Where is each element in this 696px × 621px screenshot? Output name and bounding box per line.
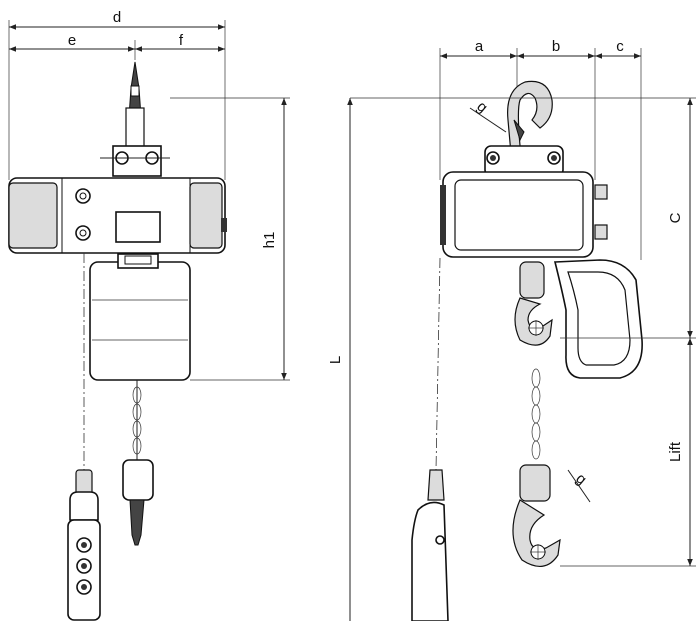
label-g-top: g: [473, 98, 490, 116]
dimension-C: C: [560, 98, 696, 339]
label-d: d: [113, 9, 121, 26]
label-lift: Lift: [667, 441, 684, 462]
lower-load-hook-side: g: [512, 464, 591, 567]
hoist-body-side: [440, 171, 608, 258]
dimension-lift: Lift: [560, 338, 696, 567]
load-chain-front: [122, 380, 154, 546]
dimension-h1: h1: [170, 97, 290, 381]
top-hook-side: g: [469, 80, 564, 177]
control-pendant-front: [67, 469, 101, 621]
dimension-e-f: e f: [9, 32, 225, 60]
dimension-a-b-c: a b c: [439, 38, 642, 260]
dimension-L: L: [327, 97, 696, 621]
label-e: e: [68, 32, 76, 49]
top-hook-front: [100, 61, 170, 177]
label-L: L: [327, 356, 344, 364]
hoist-body-front: [8, 177, 227, 254]
label-g-bottom: g: [572, 470, 589, 488]
upper-load-hook-side: [514, 261, 553, 346]
label-h1: h1: [261, 232, 278, 249]
label-f: f: [179, 32, 184, 49]
control-pendant-side: [411, 257, 449, 621]
label-c: c: [616, 38, 624, 55]
front-view: d e f: [8, 9, 290, 621]
load-chain-side: [531, 368, 541, 460]
motor-housing-front: [89, 253, 191, 381]
label-C: C: [667, 212, 684, 223]
chain-bag-side: [553, 259, 643, 379]
label-b: b: [552, 38, 560, 55]
label-a: a: [475, 38, 484, 55]
side-view: a b c g: [327, 38, 696, 621]
